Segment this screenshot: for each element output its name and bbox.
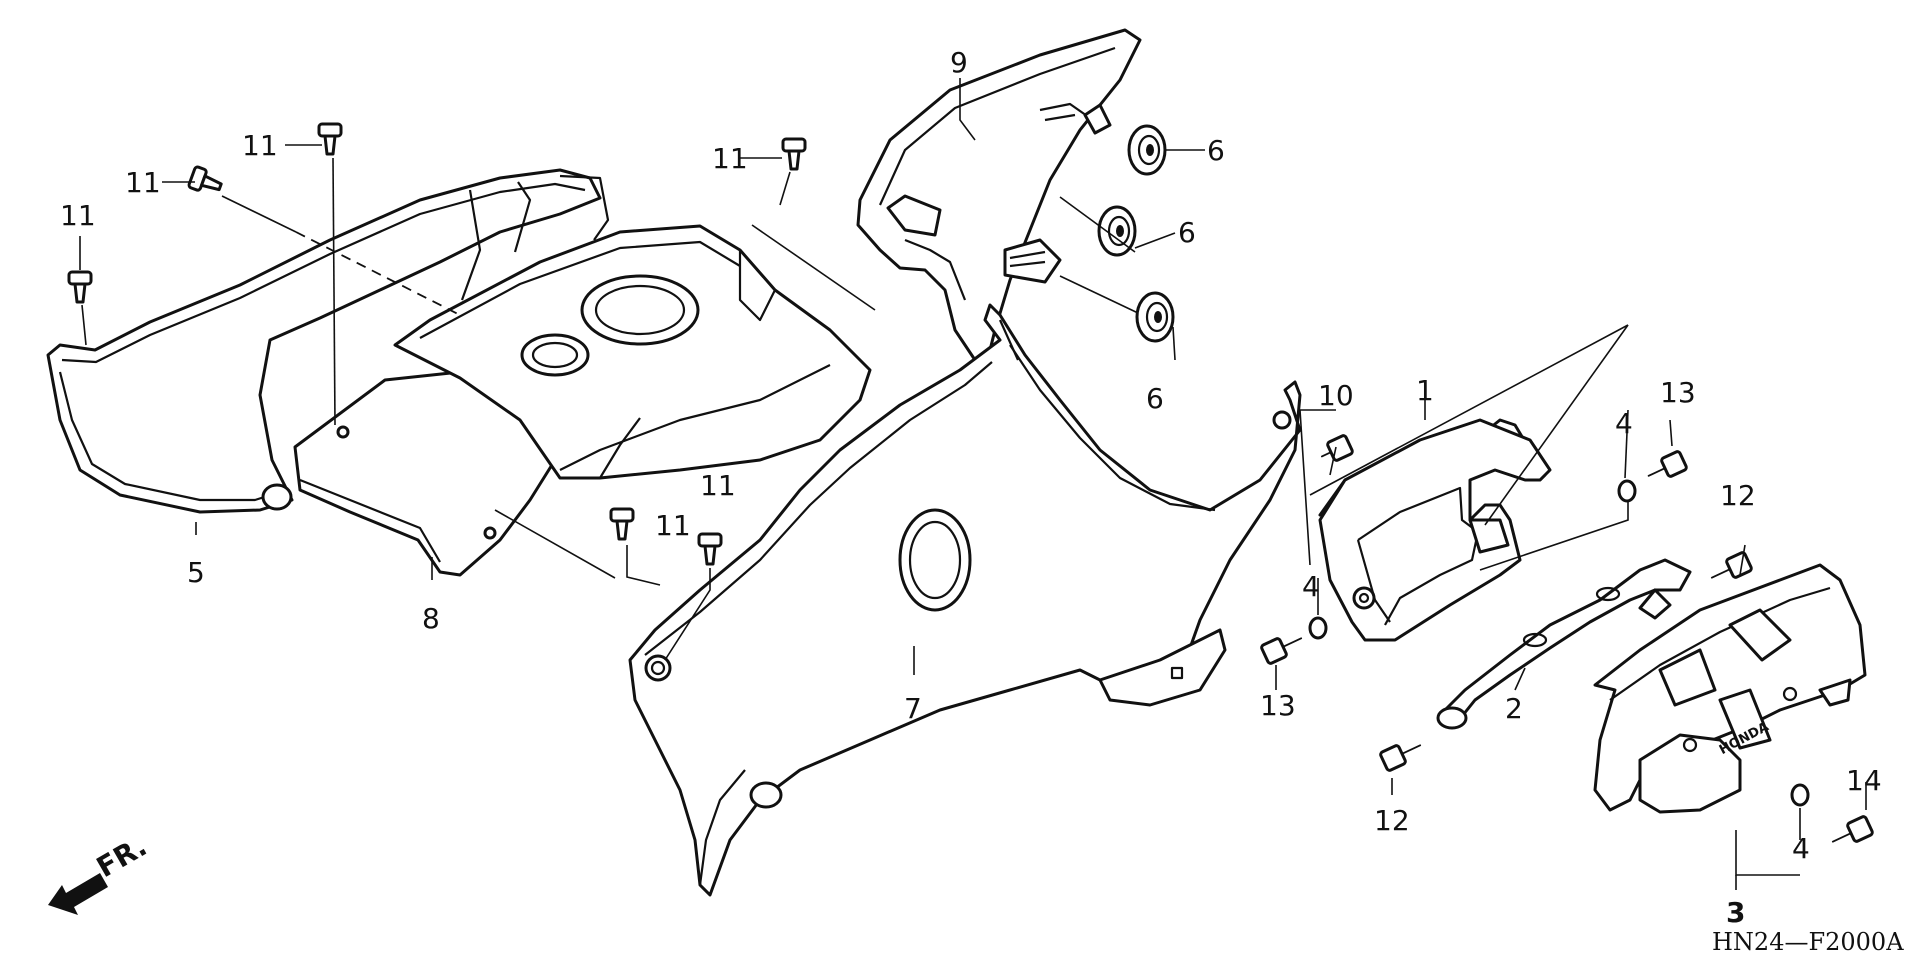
callout-6: 6 [1146,382,1164,415]
part-11-clips [67,122,807,566]
bolt-icon [1647,450,1688,478]
grommet-icon [1097,205,1137,257]
grommet-icon [1135,291,1175,343]
callout-4: 4 [1615,407,1633,440]
part-6-grommets [1097,124,1175,343]
center-seat-cover [393,224,872,480]
clip-icon [781,137,807,171]
callout-11: 11 [700,469,736,502]
part-3-heat-guard: HONDA [1593,563,1867,814]
callout-13: 13 [1260,689,1296,722]
clip-icon [697,532,723,566]
leader-lines [79,78,1867,890]
bolt-icon [1710,551,1753,579]
callout-11: 11 [60,199,96,232]
part-5-side-cover [46,168,610,514]
callout-12: 12 [1720,479,1756,512]
part-7-lower-panel [628,303,1302,897]
arrow-left-icon [48,873,108,915]
callout-1: 1 [1416,374,1434,407]
diagram-code: HN24—F2000A [1712,928,1904,956]
clip-icon [67,270,93,304]
callout-2: 2 [1505,692,1523,725]
callout-4: 4 [1302,570,1320,603]
callout-6: 6 [1178,216,1196,249]
bolt-icon [1831,815,1874,843]
washer-icon [1308,616,1328,640]
callout-labels: 11 11 11 11 11 11 9 6 6 6 5 8 7 10 1 4 4… [60,46,1882,929]
callout-11: 11 [242,129,278,162]
washer-icon [1790,783,1810,807]
front-direction-indicator: FR. [48,830,152,915]
callout-4: 4 [1792,832,1810,865]
grommet-icon [1127,124,1167,176]
callout-9: 9 [950,46,968,79]
callout-10: 10 [1318,379,1354,412]
bolt-icon [1260,637,1303,665]
part-2-stay [1436,558,1692,730]
callout-7: 7 [904,692,922,725]
callout-12: 12 [1374,804,1410,837]
callout-6: 6 [1207,134,1225,167]
bolts-washers [1260,434,1874,843]
washer-icon [1617,479,1637,503]
callout-5: 5 [187,556,205,589]
clip-icon [317,122,343,156]
callout-3: 3 [1726,896,1745,929]
part-1-bracket [1318,418,1552,642]
callout-11: 11 [125,166,161,199]
callout-13: 13 [1660,376,1696,409]
callout-14: 14 [1846,764,1882,797]
part-8-rear-panel [293,370,557,577]
callout-11: 11 [712,142,748,175]
clip-icon [609,507,635,541]
part-9-front-panel [856,28,1142,372]
bolt-icon [1379,744,1422,772]
callout-11: 11 [655,509,691,542]
clip-icon [187,165,223,192]
callout-8: 8 [422,602,440,635]
